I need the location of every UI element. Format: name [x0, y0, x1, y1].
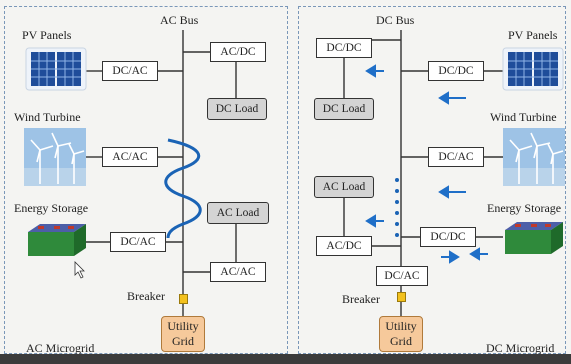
dc-ac-load: AC Load [314, 176, 374, 198]
flow-arrow-icon [441, 252, 458, 262]
dc-breaker-icon [397, 292, 406, 302]
dc-ac-load-converter: AC/DC [316, 236, 372, 256]
ac-pv-label: PV Panels [22, 28, 71, 42]
dc-pv-converter: DC/DC [428, 61, 484, 81]
ac-dc-load-converter: AC/DC [210, 42, 266, 62]
ac-dc-load: DC Load [207, 98, 267, 120]
ac-wind-converter: AC/AC [102, 147, 158, 167]
pv-panel-icon [503, 48, 563, 90]
wind-turbine-icon [24, 128, 86, 186]
dc-microgrid-caption: DC Microgrid [486, 341, 554, 355]
ac-storage-label: Energy Storage [14, 201, 88, 215]
pv-panel-icon [26, 48, 86, 90]
dc-grid-converter: DC/AC [376, 266, 428, 286]
dc-storage-converter: DC/DC [420, 227, 476, 247]
ac-storage-converter: DC/AC [110, 232, 166, 252]
dc-dots-icon [395, 178, 399, 237]
dc-storage-label: Energy Storage [487, 201, 561, 215]
ac-ac-load-converter: AC/AC [210, 262, 266, 282]
ac-bus-label: AC Bus [160, 13, 198, 27]
dc-bus-label: DC Bus [376, 13, 414, 27]
flow-arrow-icon [367, 66, 384, 76]
dc-breaker-label: Breaker [342, 292, 380, 306]
ac-wind-label: Wind Turbine [14, 110, 81, 124]
dc-dc-load: DC Load [314, 98, 374, 120]
flow-arrow-icon [440, 93, 466, 103]
battery-icon [28, 224, 86, 256]
dc-wind-label: Wind Turbine [490, 110, 557, 124]
ac-breaker-label: Breaker [127, 289, 165, 303]
taskbar [0, 354, 571, 364]
battery-icon [505, 222, 563, 254]
dc-pv-label: PV Panels [508, 28, 557, 42]
flow-arrow-icon [367, 216, 384, 226]
dc-dc-load-converter: DC/DC [316, 38, 372, 58]
mouse-cursor-icon [75, 262, 84, 278]
ac-microgrid-caption: AC Microgrid [26, 341, 94, 355]
ac-utility-grid: Utility Grid [161, 316, 205, 352]
flow-arrow-icon [440, 187, 466, 197]
ac-ac-load: AC Load [207, 202, 269, 224]
dc-wind-converter: DC/AC [428, 147, 484, 167]
wind-turbine-icon [503, 128, 565, 186]
dc-utility-grid: Utility Grid [379, 316, 423, 352]
flow-arrow-icon [471, 249, 488, 259]
ac-pv-converter: DC/AC [102, 61, 158, 81]
ac-breaker-icon [179, 294, 188, 304]
